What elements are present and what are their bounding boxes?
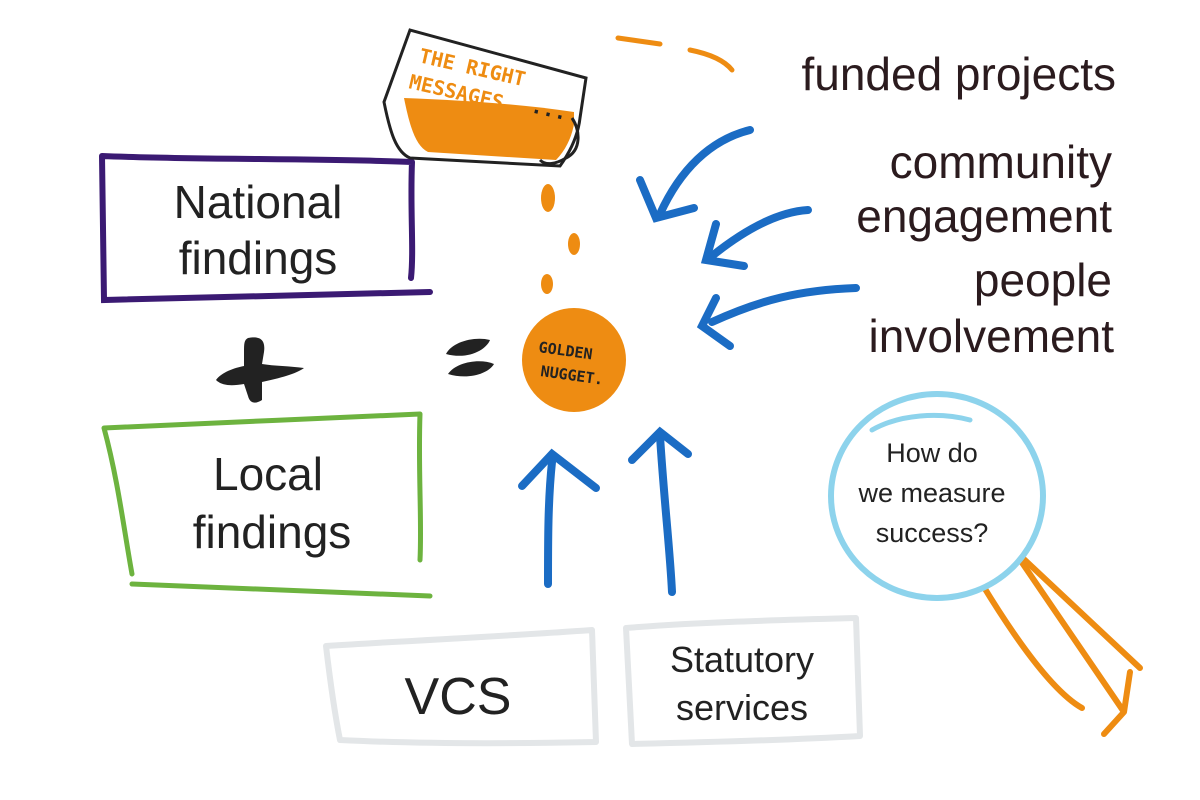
community-label-line1: community (890, 136, 1112, 188)
vcs-label: VCS (405, 668, 512, 726)
arrow-community-engagement (700, 206, 812, 270)
orange-dash-arc (615, 35, 735, 73)
local-findings-line1: Local (213, 448, 323, 500)
national-findings-box: National findings (99, 153, 433, 304)
arrow-people-involvement (696, 284, 860, 350)
national-findings-line1: National (174, 176, 343, 228)
drop (568, 233, 580, 255)
statutory-line2: services (676, 687, 808, 728)
community-label-line2: engagement (856, 190, 1112, 242)
jug-icon: THE RIGHT MESSAGES ... (382, 28, 588, 168)
people-label-line1: people (974, 254, 1112, 306)
equals-icon (446, 338, 494, 377)
local-findings-box: Local findings (101, 411, 433, 599)
magnifier-icon: How do we measure success? (828, 391, 1143, 737)
funded-projects-label: funded projects (801, 48, 1116, 100)
input-arrows (636, 126, 860, 350)
golden-nugget: GOLDEN NUGGET. (522, 308, 626, 412)
statutory-line1: Statutory (670, 639, 814, 680)
magnifier-line2: we measure (857, 478, 1005, 508)
service-arrows (518, 426, 692, 596)
magnifier-line1: How do (886, 438, 978, 468)
people-label-line2: involvement (869, 310, 1115, 362)
national-findings-line2: findings (179, 232, 338, 284)
arrow-funded-projects (636, 126, 754, 223)
vcs-box: VCS (323, 627, 599, 747)
statutory-services-box: Statutory services (623, 615, 863, 747)
drop (541, 184, 555, 212)
drops (541, 184, 580, 294)
arrow-statutory (628, 426, 692, 596)
drop (541, 274, 553, 294)
magnifier-line3: success? (876, 518, 989, 548)
plus-icon (216, 337, 304, 403)
input-labels: funded projects community engagement peo… (801, 48, 1116, 362)
arrow-vcs (518, 448, 600, 588)
local-findings-line2: findings (193, 506, 352, 558)
